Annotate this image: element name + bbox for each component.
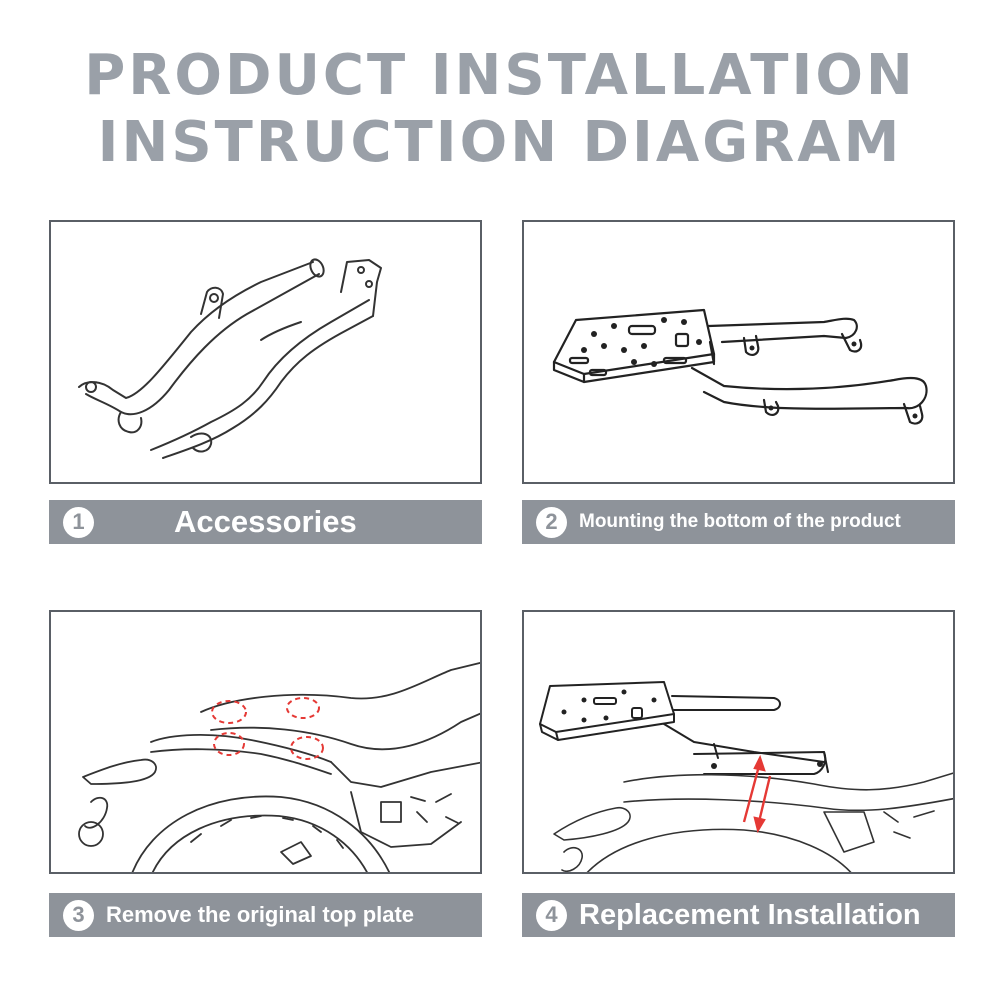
step-1-label: Accessories xyxy=(174,504,357,539)
step-3-number-badge: 3 xyxy=(63,899,94,931)
motorcycle-rack-installation-illustration xyxy=(539,681,953,872)
step-1-caption: 1 Accessories xyxy=(49,500,482,544)
step-4-caption: 4 Replacement Installation xyxy=(522,893,955,937)
step-3-image-panel xyxy=(49,610,482,874)
step-4-number-badge: 4 xyxy=(536,899,567,931)
step-2-caption: 2 Mounting the bottom of the product xyxy=(522,500,955,544)
rack-assembly-illustration xyxy=(552,308,928,425)
step-2-number-badge: 2 xyxy=(536,506,567,538)
motorcycle-rear-original-plate-illustration xyxy=(78,662,480,872)
step-1-number-badge: 1 xyxy=(63,506,94,538)
step-2-label: Mounting the bottom of the product xyxy=(579,511,901,532)
step-4-label: Replacement Installation xyxy=(579,898,921,931)
step-1-image-panel xyxy=(49,220,482,484)
title-line-1: PRODUCT INSTALLATION xyxy=(84,43,916,108)
step-2-image-panel xyxy=(522,220,955,484)
step-3-caption: 3 Remove the original top plate xyxy=(49,893,482,937)
accessories-rails-illustration xyxy=(78,258,382,459)
step-4-image-panel xyxy=(522,610,955,874)
step-3-label: Remove the original top plate xyxy=(106,902,415,927)
title-line-2: INSTRUCTION DIAGRAM xyxy=(97,110,903,175)
